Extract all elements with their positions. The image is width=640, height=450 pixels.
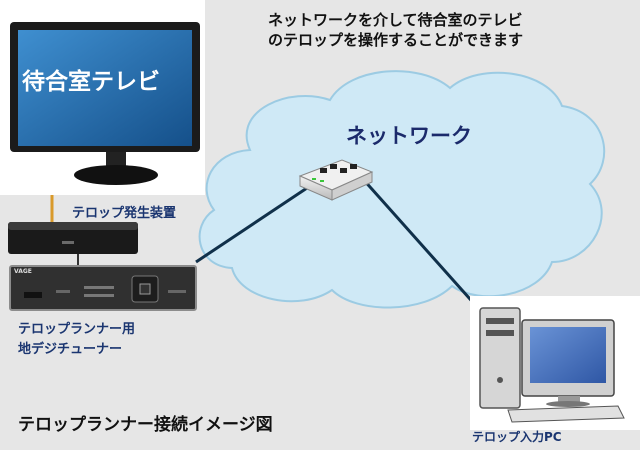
tuner-label-line1: テロップランナー用: [18, 322, 136, 337]
tv-screen-text: 待合室テレビ: [22, 69, 160, 95]
diagram-caption: テロップランナー接続イメージ図: [18, 415, 273, 435]
cloud-icon: [198, 70, 606, 309]
tuner-label-line2: 地デジチューナー: [18, 342, 123, 357]
pc-label: テロップ入力PC: [472, 430, 562, 444]
network-switch-icon: [298, 159, 374, 201]
tuner-device-icon: [9, 265, 197, 311]
keyboard-icon: [507, 405, 625, 423]
telop-generator-label: テロップ発生装置: [72, 206, 177, 221]
cable-tuner-to-switch: [195, 184, 311, 264]
headline: ネットワークを介して待合室のテレビ のテロップを操作することができます: [268, 10, 523, 50]
headline-line1: ネットワークを介して待合室のテレビ: [268, 11, 523, 29]
desktop-pc-icon: [470, 296, 640, 430]
network-label: ネットワーク: [346, 124, 472, 148]
headline-line2: のテロップを操作することができます: [268, 31, 524, 49]
tuner-label: テロップランナー用 地デジチューナー: [18, 320, 135, 360]
cable-switch-to-pc: [360, 177, 480, 309]
set-top-box-icon: [8, 222, 138, 254]
tuner-brand-logo: VAGE: [14, 268, 32, 275]
tv-icon: [0, 0, 205, 195]
